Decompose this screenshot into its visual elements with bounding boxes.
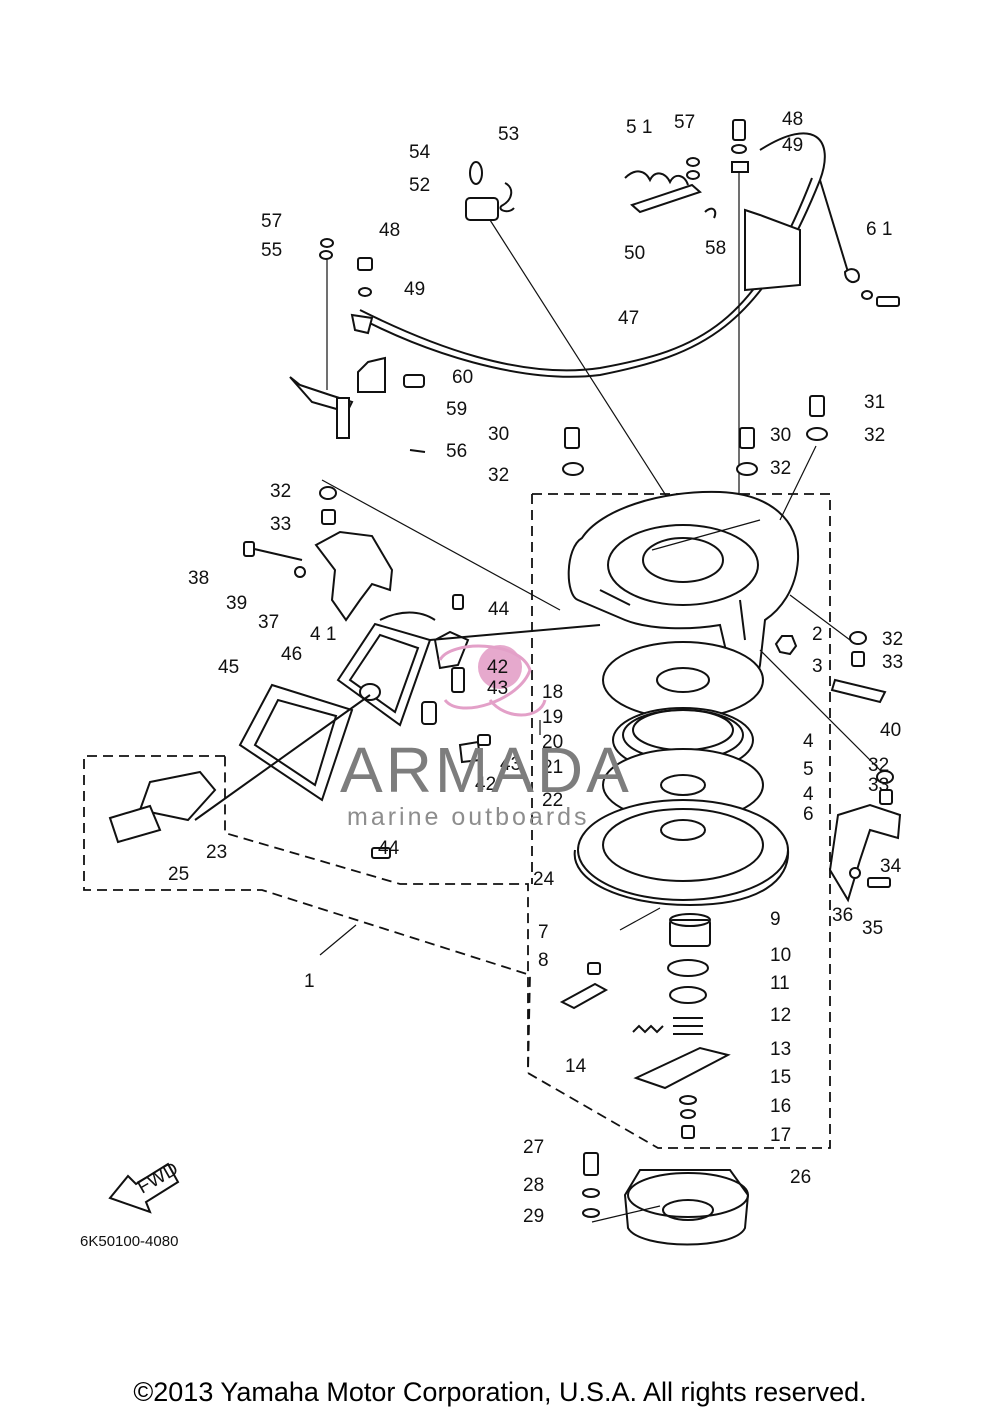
spring-and-pulley-stack xyxy=(573,641,790,907)
starter-housing xyxy=(562,395,828,679)
callout: 10 xyxy=(770,945,791,966)
callout: 28 xyxy=(523,1175,544,1196)
callout: 60 xyxy=(452,367,473,388)
callout: 33 xyxy=(868,775,889,796)
callout: 25 xyxy=(168,864,189,885)
callout: 20 xyxy=(542,732,563,753)
callout: 40 xyxy=(880,720,901,741)
diagram-code: 6K50100-4080 xyxy=(80,1233,179,1250)
callout: 58 xyxy=(705,238,726,259)
callout: 57 xyxy=(674,112,695,133)
lower-ratchet-parts xyxy=(559,913,731,1139)
callout: 56 xyxy=(446,441,467,462)
callout: 47 xyxy=(618,308,639,329)
callout: 21 xyxy=(542,757,563,778)
callout: 33 xyxy=(270,514,291,535)
armada-logo xyxy=(438,644,547,717)
callout: 22 xyxy=(542,790,563,811)
callout: 43 xyxy=(500,754,521,775)
callout: 14 xyxy=(565,1056,587,1077)
callout: 50 xyxy=(624,243,645,264)
callout: 55 xyxy=(261,240,282,261)
callout: 44 xyxy=(488,599,510,620)
callout: 29 xyxy=(523,1206,544,1227)
callout: 43 xyxy=(487,678,508,699)
left-bracket-parts xyxy=(243,486,394,622)
callout: 38 xyxy=(188,568,209,589)
callout: 39 xyxy=(226,593,247,614)
callout: 7 xyxy=(538,922,549,943)
callout: 23 xyxy=(206,842,227,863)
callout: 48 xyxy=(379,220,400,241)
callout: 32 xyxy=(270,481,291,502)
callout: 26 xyxy=(790,1167,811,1188)
callout: 34 xyxy=(880,856,902,877)
callout: 12 xyxy=(770,1005,791,1026)
upper-linkage xyxy=(289,161,673,506)
callout: 27 xyxy=(523,1137,544,1158)
watermark-tagline: marine outboards xyxy=(347,803,590,831)
fwd-arrow-icon: FWD xyxy=(108,1159,182,1214)
callout: 45 xyxy=(218,657,239,678)
callout: 19 xyxy=(542,707,563,728)
callout: 5 1 xyxy=(626,117,652,138)
callout: 17 xyxy=(770,1125,791,1146)
watermark-brand: ARMADA xyxy=(340,734,632,806)
callout: 59 xyxy=(446,399,467,420)
callout: 30 xyxy=(488,424,509,445)
callout: 42 xyxy=(475,774,496,795)
callout: 8 xyxy=(538,950,549,971)
callout: 24 xyxy=(533,869,555,890)
callout: 1 xyxy=(304,971,315,992)
callout-labels: 1 2 3 4 5 4 6 7 8 9 10 11 12 13 14 15 16… xyxy=(168,109,903,1227)
starter-handle-assembly xyxy=(108,594,601,859)
callout: 53 xyxy=(498,124,519,145)
callout: 4 xyxy=(803,731,814,752)
upper-right-linkage xyxy=(624,119,900,520)
callout: 4 1 xyxy=(310,624,336,645)
callout: 13 xyxy=(770,1039,791,1060)
copyright-notice: ©2013 Yamaha Motor Corporation, U.S.A. A… xyxy=(133,1377,867,1407)
callout: 31 xyxy=(864,392,885,413)
starter-cup xyxy=(582,1152,750,1246)
callout: 11 xyxy=(770,973,790,994)
callout: 36 xyxy=(832,905,853,926)
callout: 33 xyxy=(882,652,903,673)
callout: 44 xyxy=(378,838,400,859)
callout: 49 xyxy=(404,279,425,300)
leader-lines xyxy=(319,445,881,1223)
callout: 32 xyxy=(864,425,885,446)
callout: 2 xyxy=(812,624,823,645)
callout: 49 xyxy=(782,135,803,156)
callout: 6 xyxy=(803,804,814,825)
callout: 3 xyxy=(812,656,823,677)
callout: 15 xyxy=(770,1067,791,1088)
callout: 9 xyxy=(770,909,781,930)
callout: 57 xyxy=(261,211,282,232)
callout: 4 xyxy=(803,784,814,805)
callout: 32 xyxy=(770,458,791,479)
callout: 48 xyxy=(782,109,803,130)
callout: 32 xyxy=(882,629,903,650)
right-bracket-parts xyxy=(828,631,902,903)
callout: 35 xyxy=(862,918,883,939)
callout: 54 xyxy=(409,142,431,163)
assembly-boundary-lines xyxy=(83,493,831,1149)
callout: 52 xyxy=(409,175,430,196)
callout: 42 xyxy=(487,657,508,678)
callout: 32 xyxy=(488,465,509,486)
callout: 6 1 xyxy=(866,219,892,240)
callout: 46 xyxy=(281,644,302,665)
callout: 30 xyxy=(770,425,791,446)
callout: 37 xyxy=(258,612,279,633)
callout: 32 xyxy=(868,755,889,776)
callout: 16 xyxy=(770,1096,791,1117)
callout: 5 xyxy=(803,759,814,780)
callout: 18 xyxy=(542,682,563,703)
